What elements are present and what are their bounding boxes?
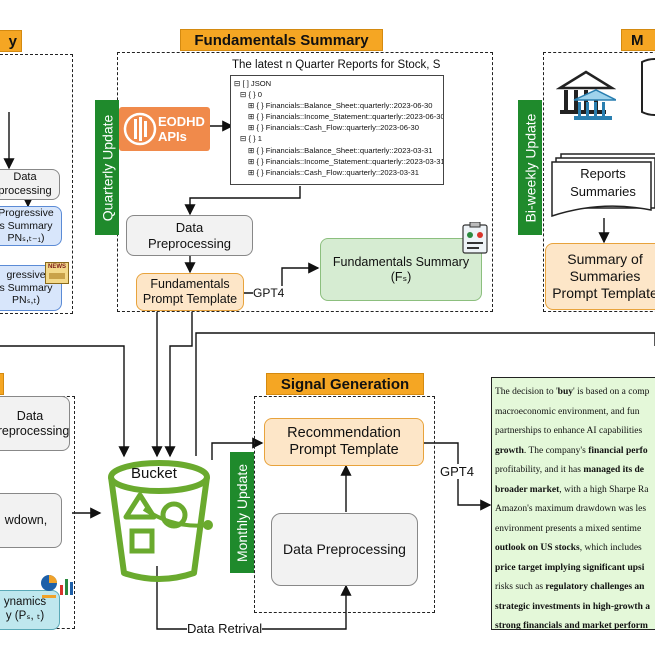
chart-pie-icon bbox=[41, 575, 73, 598]
document-stack-icon bbox=[641, 58, 655, 116]
signal-text-line: broader market, with a high Sharpe Ra bbox=[495, 484, 649, 495]
json-node: ⊞ { } Financials::Cash_Flow::quarterly::… bbox=[248, 167, 419, 177]
lower-left-drawdown-box: wdown, bbox=[0, 493, 62, 548]
eodhd-icon bbox=[123, 112, 157, 146]
signal-text-line: partnerships to enhance AI capabilities bbox=[495, 426, 643, 436]
clipboard-icon bbox=[462, 222, 488, 254]
bank-icon bbox=[556, 70, 616, 120]
json-node: ⊟ [ ] JSON bbox=[234, 79, 272, 88]
bucket-label: Bucket bbox=[131, 465, 177, 482]
lower-left-header bbox=[0, 373, 4, 395]
signal-text-line: Amazon's maximum drawdown was les bbox=[495, 504, 647, 514]
signal-text-line: outlook on US stocks, which includes bbox=[495, 543, 642, 553]
fundamentals-summary-output-box: Fundamentals Summary(Fₛ) bbox=[320, 238, 482, 301]
right-panel-header: M bbox=[621, 29, 655, 51]
signal-text-line: growth. The company's financial perfo bbox=[495, 445, 648, 456]
json-node: ⊟ { } 1 bbox=[240, 134, 262, 144]
bucket-icon bbox=[108, 460, 213, 582]
signal-output-text: The decision to 'buy' is based on a comp… bbox=[491, 377, 655, 630]
json-node: ⊞ { } Financials::Balance_Sheet::quarter… bbox=[248, 101, 433, 111]
signal-text-line: price target implying significant upsi bbox=[495, 562, 645, 573]
quarterly-update-label: Quarterly Update bbox=[95, 100, 119, 235]
lower-left-data-preprocessing-box: Datapreprocessing bbox=[0, 396, 70, 451]
json-report-tree: ⊟ [ ] JSON ⊟ { } 0 ⊞ { } Financials::Bal… bbox=[230, 75, 444, 185]
signal-text-line: profitability, and it has managed its de bbox=[495, 465, 645, 475]
eodhd-apis: APIs bbox=[158, 129, 187, 144]
signal-generation-panel-frame bbox=[254, 396, 435, 613]
signal-text-line: The decision to 'buy' is based on a comp bbox=[495, 387, 650, 397]
fundamentals-summary-header: Fundamentals Summary bbox=[180, 29, 383, 51]
json-node: ⊞ { } Financials::Income_Statement::quar… bbox=[248, 112, 444, 122]
signal-text-line: risks such as regulatory challenges an bbox=[495, 582, 645, 592]
json-node: ⊞ { } Financials::Balance_Sheet::quarter… bbox=[248, 145, 433, 155]
eodhd-api-logo: EODHD APIs bbox=[119, 107, 210, 151]
signal-generation-header: Signal Generation bbox=[266, 373, 424, 395]
biweekly-update-label: Bi-weekly Update bbox=[518, 100, 542, 235]
gpt4-label-signal: GPT4 bbox=[440, 464, 474, 479]
data-retrival-label: Data Retrival bbox=[187, 621, 263, 636]
news-icon: NEWS bbox=[45, 262, 69, 284]
right-panel-frame bbox=[543, 52, 655, 312]
signal-data-preprocessing-box: Data Preprocessing bbox=[271, 513, 418, 586]
left-panel-frame bbox=[0, 54, 73, 314]
left-panel-header: y bbox=[0, 30, 22, 52]
json-node: ⊞ { } Financials::Income_Statement::quar… bbox=[248, 156, 444, 166]
signal-text-line: strong financials and market perform bbox=[495, 621, 648, 630]
fundamentals-caption: The latest n Quarter Reports for Stock, … bbox=[232, 59, 441, 71]
signal-text-line: strategic investments in high-growth a bbox=[495, 601, 650, 612]
eodhd-name: EODHD bbox=[158, 114, 205, 129]
monthly-update-label: Monthly Update bbox=[230, 452, 254, 573]
signal-text-line: environment presents a mixed sentime bbox=[495, 523, 642, 534]
signal-text-line: macroeconomic environment, and fun bbox=[495, 406, 640, 417]
json-node: ⊞ { } Financials::Cash_Flow::quarterly::… bbox=[248, 123, 419, 133]
json-node: ⊟ { } 0 bbox=[240, 90, 262, 100]
gpt4-label-fundamentals: GPT4 bbox=[253, 286, 285, 300]
